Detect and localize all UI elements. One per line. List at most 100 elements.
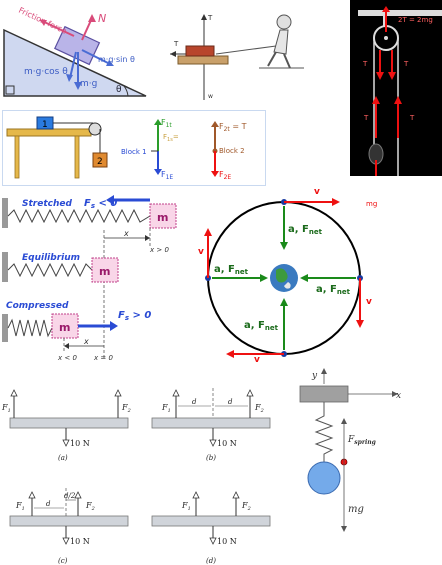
block-1-label: 1 [42,120,48,130]
pulley-weight-caption: mg [366,200,378,208]
friction-label: Friction force [17,6,68,36]
ceiling [358,10,442,16]
compressed-force-label: Fs > 0 [118,310,151,322]
person-legs [267,51,291,69]
spring-force-label: Fspring [347,435,376,446]
a-right-label: a, Fnet [316,284,351,296]
t-right-label: T [403,60,409,68]
beam-c-caption: (c) [58,557,68,565]
tug-diagram: T T w [164,6,310,102]
table-top [6,128,92,137]
beam-b-f1: F1 [161,403,171,414]
ceiling-plate [299,385,349,403]
wall-3 [2,314,8,342]
x-zero-label: x = 0 [93,354,113,362]
bricks [185,45,215,57]
table-pulley [88,122,102,136]
t-right-low-label: T [409,114,415,122]
table-diagram: 1 2 F1t F1E Block 1 F1s= F2t = T Block 2… [2,110,266,186]
mass-compressed-label: m [59,321,70,334]
a-top-label: a, Fnet [288,224,323,236]
beam-a-f1: F1 [1,403,11,414]
block2-caption: Block 2 [219,147,245,155]
x-neg-label: x < 0 [57,354,77,362]
perpendicular-label: m·g·cos θ [24,67,68,77]
beam-a-weight: 10 N [70,439,90,448]
weight-force-label: mg [348,504,364,515]
beam-d-caption: (d) [206,557,216,565]
block1-caption: Block 1 [121,148,147,156]
beam-d-f2: F2 [241,501,251,512]
beam-c-dhalf: d/2 [64,492,76,500]
spring-equilibrium [7,262,93,278]
parallel-arrow [81,49,111,65]
f1e-label: F1E [161,170,173,181]
beam-b-f2: F2 [254,403,264,414]
v-left-label: v [198,247,204,257]
beam-b: F1 F2 d d 10 N (b) [151,388,271,462]
beam-c-weight: 10 N [70,537,90,546]
pulley-diagram: 2T = 2mg T T T T mg [350,0,442,176]
table-leg-right [74,135,80,179]
x-axis-label: x [396,391,401,401]
stretched-label: Stretched [22,199,72,209]
mass-compressed [51,313,79,339]
circular-motion-diagram: v v v v a, Fnet a, Fnet a, Fnet a, Fnet [196,182,382,364]
top-label: T [207,14,213,22]
angle-arc [123,85,129,97]
spring-compressed [7,318,53,338]
stretched-force-label: Fs < 0 [84,198,117,210]
top-force-label: 2T = 2mg [398,16,433,24]
v-bottom-label: v [254,355,260,364]
beam-c-d: d [46,500,51,508]
beam-c-f1: F1 [15,501,25,512]
f1s-label: F1s= [163,133,179,143]
f1t-label: F1t [161,118,172,129]
person-head [276,14,292,30]
mass-stretched-label: m [157,211,168,224]
normal-label: N [98,12,106,25]
x-label-compressed: x [83,337,89,346]
wall-1 [2,198,8,228]
perpendicular-arrow [69,51,77,79]
rope [215,45,277,55]
v-top-label: v [314,187,320,197]
beam-b-caption: (b) [206,454,216,462]
incline-block [54,25,101,66]
angle-label: θ [116,85,122,95]
beam-d: F1 F2 10 N (d) [151,491,271,565]
v-right-label: v [366,297,372,307]
tension-label: T [173,40,179,48]
f2e-label: F2E [219,170,231,181]
x-pos-label: x > 0 [149,246,169,254]
beam-c: F1 F2 d d/2 10 N (c) [9,488,129,565]
t-left-label: T [362,60,368,68]
mass-stretched [149,203,177,229]
block-2-label: 2 [97,157,103,167]
friction-arrow [39,19,75,37]
spring-states-diagram: Stretched m Fs < 0 x x > 0 Equilibrium m… [0,190,190,364]
equilibrium-label: Equilibrium [22,253,80,263]
bottom-label: w [208,93,213,100]
incline-ramp [3,28,147,97]
f2t-label: F2t = T [219,122,247,133]
hanging-spring [314,402,334,462]
sled [177,55,229,65]
beam-b-d2: d [228,398,233,406]
parallel-label: m·g·sin θ [98,55,135,64]
y-axis-label: y [311,371,318,381]
weight-label: m·g [80,79,97,89]
spring-mass-diagram: y x Fspring mg [290,366,442,565]
a-bottom-label: a, Fnet [244,320,279,332]
spring-stretched [7,208,151,224]
hanging-ball [307,461,341,495]
x-label-stretched: x [123,229,129,238]
beam-c-f2: F2 [85,501,95,512]
beam-a-f2: F2 [121,403,131,414]
beam-b-weight: 10 N [217,439,237,448]
beam-a: F1 F2 10 N (a) [1,389,131,462]
beam-d-f1: F1 [181,501,191,512]
block-2 [92,152,108,168]
right-angle-mark [5,85,15,95]
beam-a-caption: (a) [58,454,68,462]
